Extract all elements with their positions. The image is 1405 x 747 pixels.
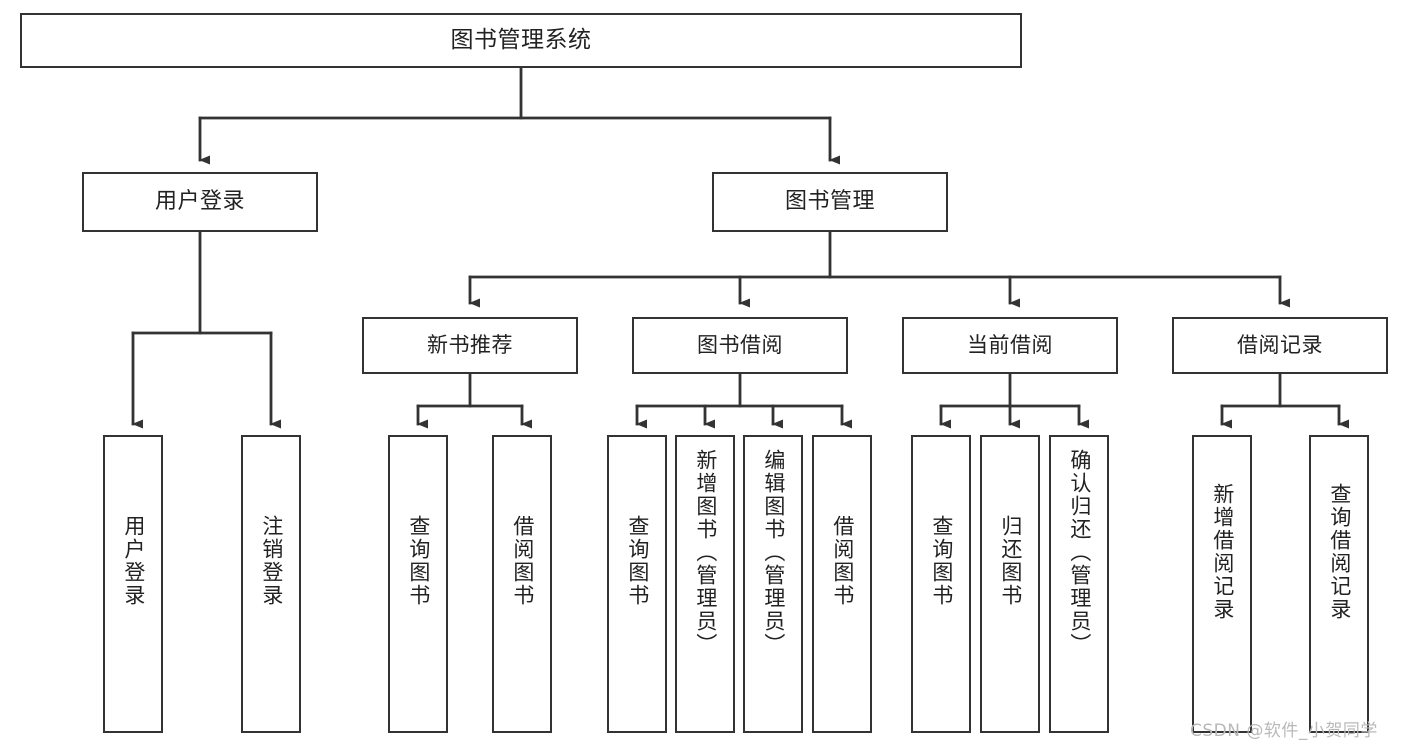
node-current-borrow[interactable]: 当前借阅 [902, 317, 1118, 374]
leaf-user-login-logout[interactable]: 注销登录 [241, 435, 301, 733]
node-book-borrow[interactable]: 图书借阅 [632, 317, 848, 374]
leaf-current-return-book[interactable]: 归还图书 [980, 435, 1040, 733]
node-root-system[interactable]: 图书管理系统 [20, 13, 1022, 68]
node-label: 归还图书 [998, 515, 1023, 607]
leaf-record-query-record[interactable]: 查询借阅记录 [1309, 435, 1369, 733]
node-label: 借阅记录 [1237, 333, 1323, 358]
leaf-user-login-login[interactable]: 用户登录 [103, 435, 163, 733]
node-label: 借阅图书 [830, 515, 855, 607]
node-label: 借阅图书 [510, 515, 535, 607]
node-label: 确认归还（管理员） [1067, 449, 1092, 656]
node-label: 新增借阅记录 [1210, 483, 1235, 621]
node-label: 查询借阅记录 [1327, 483, 1352, 621]
node-user-login[interactable]: 用户登录 [82, 172, 318, 232]
leaf-borrow-query-book[interactable]: 查询图书 [607, 435, 667, 733]
node-label: 图书管理 [784, 189, 875, 215]
leaf-borrow-borrow-book[interactable]: 借阅图书 [812, 435, 872, 733]
leaf-recommend-query-book[interactable]: 查询图书 [388, 435, 448, 733]
node-label: 用户登录 [121, 515, 146, 607]
node-label: 编辑图书（管理员） [761, 449, 786, 656]
node-label: 用户登录 [154, 189, 245, 215]
node-new-book-recommend[interactable]: 新书推荐 [362, 317, 578, 374]
node-label: 图书管理系统 [450, 26, 592, 53]
node-label: 图书借阅 [697, 333, 783, 358]
leaf-recommend-borrow-book[interactable]: 借阅图书 [492, 435, 552, 733]
node-label: 新书推荐 [427, 333, 513, 358]
leaf-record-add-record[interactable]: 新增借阅记录 [1192, 435, 1252, 733]
node-label: 当前借阅 [967, 333, 1053, 358]
node-label: 注销登录 [259, 515, 284, 607]
node-label: 新增图书（管理员） [693, 449, 718, 656]
node-book-management[interactable]: 图书管理 [712, 172, 948, 232]
node-label: 查询图书 [625, 515, 650, 607]
leaf-borrow-edit-book-admin[interactable]: 编辑图书（管理员） [743, 435, 803, 733]
node-borrow-record[interactable]: 借阅记录 [1172, 317, 1388, 374]
leaf-borrow-add-book-admin[interactable]: 新增图书（管理员） [675, 435, 735, 733]
leaf-current-confirm-return-admin[interactable]: 确认归还（管理员） [1049, 435, 1109, 733]
node-label: 查询图书 [406, 515, 431, 607]
node-label: 查询图书 [929, 515, 954, 607]
leaf-current-query-book[interactable]: 查询图书 [911, 435, 971, 733]
csdn-watermark: CSDN @软件_小贺同学 [1190, 721, 1378, 741]
